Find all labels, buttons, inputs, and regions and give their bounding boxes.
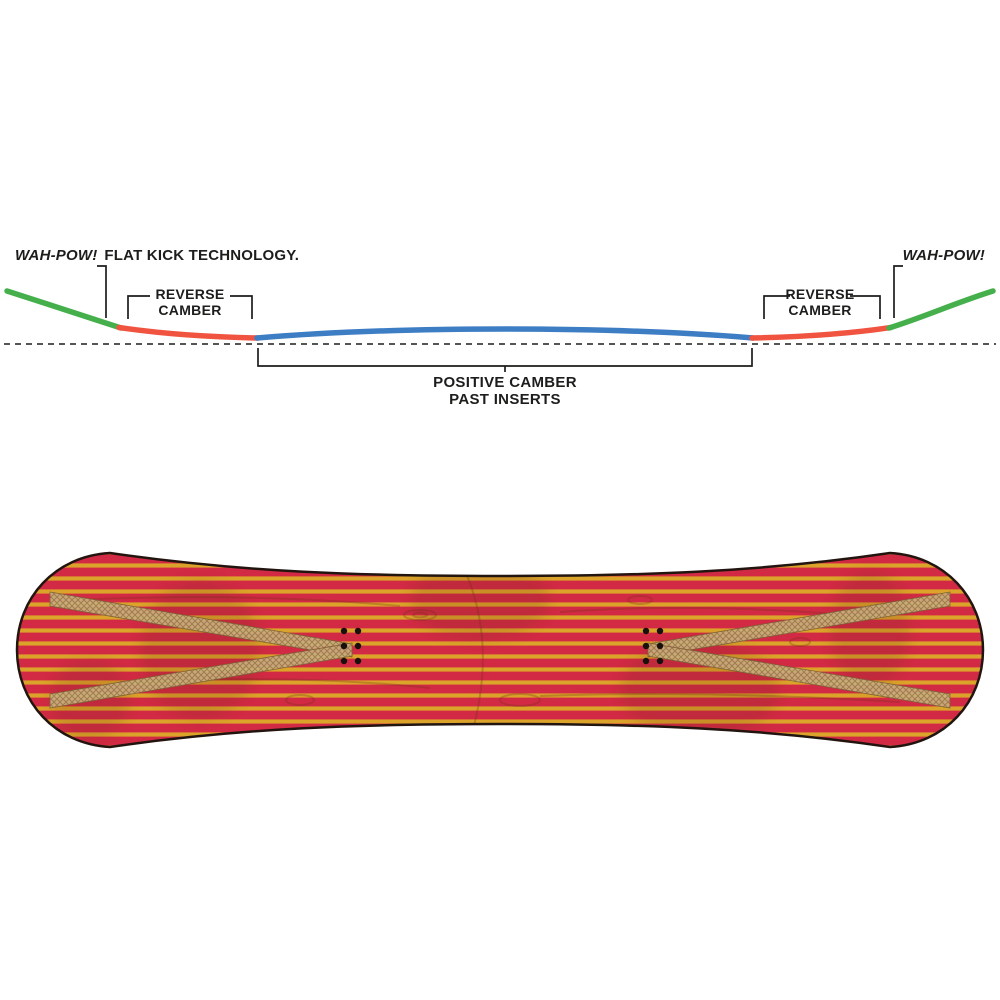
reverse-camber-label-right: REVERSE CAMBER — [758, 286, 882, 318]
binding-inserts — [340, 627, 664, 665]
reverse-camber-left-bracket-b — [230, 295, 253, 319]
reverse-camber-left-line1: REVERSE — [155, 286, 225, 302]
wahpow-left-pointer-line — [97, 265, 107, 318]
board-outline — [15, 551, 985, 749]
left-callout-text: FLAT KICK TECHNOLOGY. — [104, 247, 300, 264]
reverse-camber-right-bracket-a — [763, 295, 790, 319]
reverse-camber-left-line — [116, 324, 261, 341]
positive-camber-line1: POSITIVE CAMBER — [433, 374, 577, 391]
camber-profile — [4, 265, 996, 372]
positive-camber-line — [254, 326, 756, 341]
reverse-camber-label-left: REVERSE CAMBER — [128, 286, 252, 318]
reverse-camber-right-line — [749, 324, 894, 341]
left-callout: WAH-POW! FLAT KICK TECHNOLOGY. — [15, 247, 299, 264]
brand-wahpow-right: WAH-POW! — [902, 247, 985, 264]
positive-camber-bracket — [257, 348, 753, 372]
reverse-camber-left-bracket-a — [127, 295, 150, 319]
flat-kick-tip-right-line — [886, 288, 996, 331]
reverse-camber-right-bracket-b — [850, 295, 881, 319]
reverse-camber-left-line2: CAMBER — [158, 302, 222, 318]
positive-camber-line2: PAST INSERTS — [449, 391, 561, 408]
reverse-camber-right-line2: CAMBER — [788, 302, 852, 318]
wahpow-right-pointer-line — [893, 265, 903, 318]
reverse-camber-right-line1: REVERSE — [785, 286, 855, 302]
snowboard-top-view — [15, 551, 985, 749]
board-weave-strips — [49, 591, 951, 709]
flat-kick-tip-left-line — [4, 288, 124, 331]
board-wood-grain — [69, 559, 901, 741]
brand-wahpow-left: WAH-POW! — [15, 247, 98, 264]
positive-camber-label: POSITIVE CAMBER PAST INSERTS — [355, 374, 655, 408]
right-callout: WAH-POW! — [903, 247, 992, 264]
